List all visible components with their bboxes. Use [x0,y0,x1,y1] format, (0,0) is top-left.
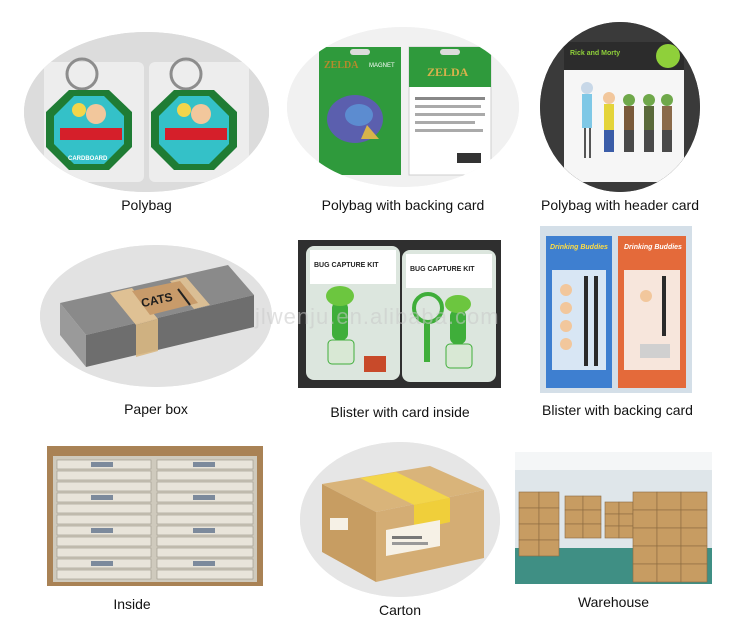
caption-polybag-header-card: Polybag with header card [541,197,699,213]
blister-card-inside-illustration [298,240,501,388]
inside-image [47,446,263,586]
carton-image [300,442,500,597]
paper-box-illustration [40,245,272,387]
header-card-illustration [540,22,700,192]
backing-card-illustration [287,27,519,187]
polybag-image: CARDBOARD [24,32,269,192]
inside-illustration [47,446,263,586]
caption-polybag-backing-card: Polybag with backing card [321,197,485,213]
polybag-brand-text: CARDBOARD [68,156,108,162]
backing-card-brand-left-text: Drinking Buddies [550,244,608,251]
backing-card-word-left: MAGNET [369,63,395,69]
blister-card-inside-image: BUG CAPTURE KIT BUG CAPTURE KIT [298,240,501,388]
backing-card-brand-right-text: Drinking Buddies [624,244,682,251]
blister-brand-left: BUG CAPTURE KIT [314,262,379,269]
watermark-text: jlwenju.en.alibaba.com [255,304,500,329]
backing-card-brand-left: ZELDA [324,60,359,71]
polybag-backing-card-image: ZELDA MAGNET ZELDA [287,27,519,187]
caption-warehouse: Warehouse [577,594,650,610]
polybag-illustration [24,32,269,192]
carton-illustration [300,442,500,597]
caption-carton: Carton [378,602,422,618]
blister-brand-right: BUG CAPTURE KIT [410,266,475,273]
warehouse-image [515,452,712,584]
backing-card-brand-right: ZELDA [427,65,469,79]
blister-backing-card-illustration [540,226,692,393]
caption-blister-backing-card: Blister with backing card [542,402,693,418]
polybag-header-card-image: Rick and Morty [540,22,700,192]
warehouse-illustration [515,452,712,584]
blister-backing-card-image: Drinking Buddies Drinking Buddies [540,226,692,393]
caption-inside: Inside [113,596,151,612]
caption-paper-box: Paper box [124,401,188,417]
paper-box-image: CATS [40,245,272,387]
caption-blister-card-inside: Blister with card inside [330,404,470,420]
header-card-brand: Rick and Morty [570,50,621,57]
caption-polybag: Polybag [121,197,172,213]
